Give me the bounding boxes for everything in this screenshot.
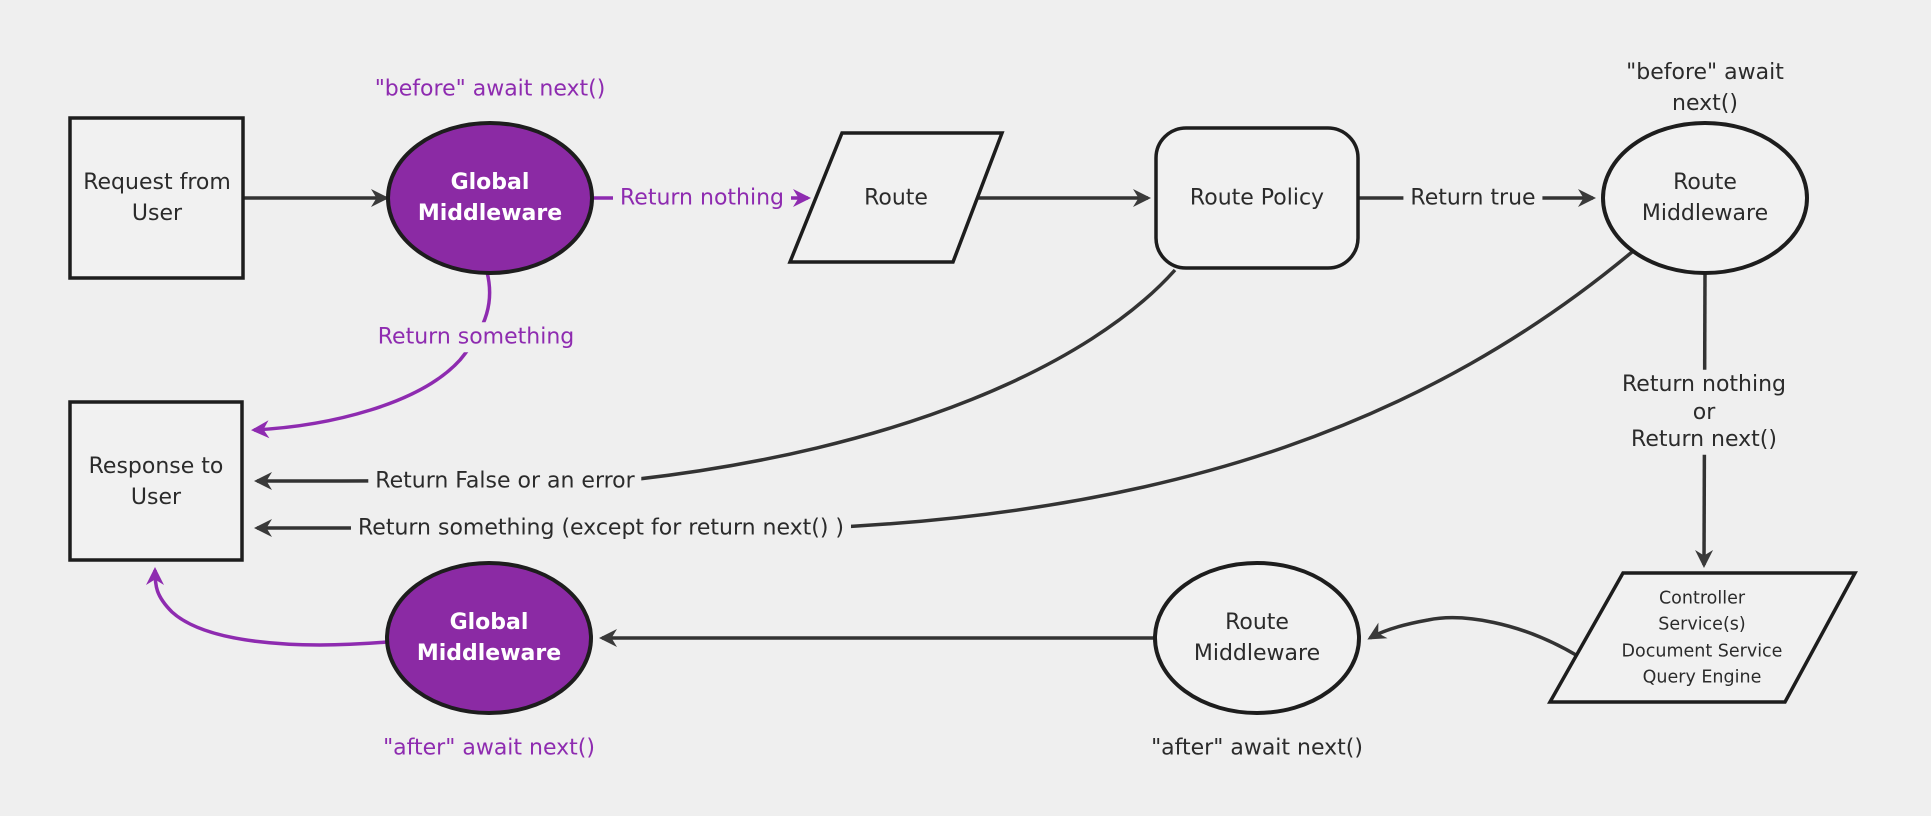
response-node-shape xyxy=(68,400,244,562)
route-middleware-bottom-node-shape xyxy=(1153,561,1361,715)
controller-node-shape xyxy=(1546,571,1858,704)
return-nothing-or-next-label: Return nothing or Return next() xyxy=(1615,369,1793,455)
return-something-label: Return something xyxy=(370,322,582,352)
edge-return-false-or-error xyxy=(254,268,1177,490)
route-middleware-top-node-shape xyxy=(1601,121,1809,275)
request-node-shape xyxy=(68,116,245,280)
global-middleware-bottom-node-shape xyxy=(385,561,593,715)
route-node-shape xyxy=(787,131,1005,264)
after-await-next-route-label: "after" await next() xyxy=(1151,735,1363,761)
before-await-next-route-label: "before" await next() xyxy=(1626,59,1784,116)
route-policy-node-shape xyxy=(1154,126,1360,270)
return-true-label: Return true xyxy=(1403,183,1543,213)
edge-global-middleware-to-response xyxy=(146,567,388,647)
return-nothing-label: Return nothing xyxy=(613,183,791,213)
before-await-next-global-label: "before" await next() xyxy=(374,76,606,102)
edge-controller-to-route-middleware xyxy=(1367,616,1577,657)
edge-return-something xyxy=(251,271,492,439)
global-middleware-top-node-shape xyxy=(386,121,594,275)
after-await-next-global-label: "after" await next() xyxy=(383,735,595,761)
edge-return-something-except xyxy=(254,250,1634,537)
return-something-except-label: Return something (except for return next… xyxy=(350,513,852,543)
return-false-or-error-label: Return False or an error xyxy=(368,466,642,496)
